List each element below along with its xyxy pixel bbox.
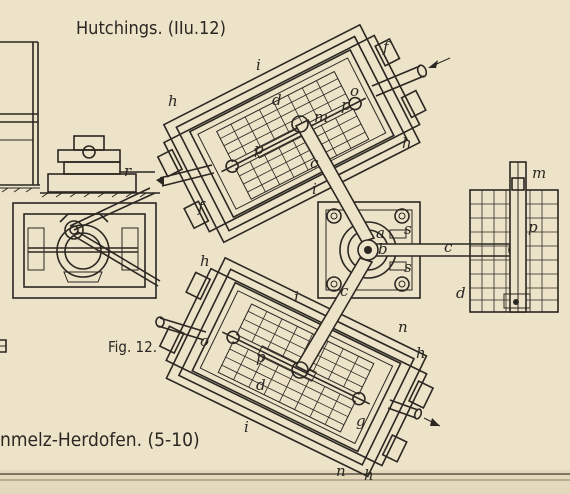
label-s-bottom: s	[404, 258, 412, 276]
label-c-upper: c	[310, 154, 319, 172]
label-d-right: d	[456, 284, 466, 302]
label-i-upper-lower: i	[312, 180, 317, 198]
label-n-top: n	[398, 318, 408, 336]
lower-hearth-frame	[158, 256, 435, 478]
hub-arms	[291, 115, 524, 379]
label-i-top: i	[256, 56, 261, 74]
label-c-right: c	[444, 238, 453, 256]
label-d-top: d	[272, 91, 282, 109]
label-o-lower: o	[200, 332, 209, 350]
upper-outlet-pipe	[156, 164, 215, 187]
label-p-top-left: p	[254, 140, 264, 158]
label-f-top: f	[382, 38, 391, 56]
label-d-lower: d	[256, 376, 266, 394]
label-p-lower: p	[256, 348, 266, 366]
label-g: g	[356, 412, 366, 430]
figure-caption: Fig. 12.	[108, 338, 157, 356]
label-h-right-top: h	[402, 134, 412, 152]
label-r: r	[124, 162, 132, 180]
label-i-lower-bottom: i	[244, 418, 249, 436]
lower-outlet-pipe	[387, 399, 441, 427]
label-h-lower-left: h	[200, 252, 210, 270]
left-furnace-elevation	[0, 41, 40, 193]
label-p-top-right: p	[341, 96, 351, 114]
label-a: a	[376, 224, 385, 242]
label-s-top: s	[404, 220, 412, 238]
label-h-left-top: h	[168, 92, 178, 110]
label-m-right: m	[532, 164, 546, 182]
footer-caption: nmelz-Herdofen. (5-10)	[0, 429, 200, 451]
label-h-lower-right: h	[416, 344, 426, 362]
label-p-right: p	[528, 218, 538, 236]
label-i-lower-top: i	[294, 288, 299, 306]
label-n-bottom: n	[336, 462, 346, 480]
bottom-left-fragment	[0, 339, 7, 353]
label-o-top: o	[350, 82, 359, 100]
upper-hearth-frame	[156, 23, 427, 244]
page-header-title: Hutchings. (IIu.12)	[76, 18, 226, 39]
label-m-top: m	[314, 108, 328, 126]
label-c-lower: c	[340, 282, 349, 300]
right-hearth-detail	[469, 161, 559, 313]
label-b: b	[378, 240, 388, 258]
label-f-left: f	[197, 198, 206, 216]
label-h-bottom: h	[364, 466, 374, 484]
drive-plan	[12, 187, 161, 299]
drive-elevation	[40, 135, 160, 198]
lower-inlet-pipe	[155, 316, 207, 341]
labels: Hutchings. (IIu.12) Fig. 12. nmelz-Herdo…	[0, 18, 546, 484]
upper-inlet-pipe	[371, 57, 451, 97]
